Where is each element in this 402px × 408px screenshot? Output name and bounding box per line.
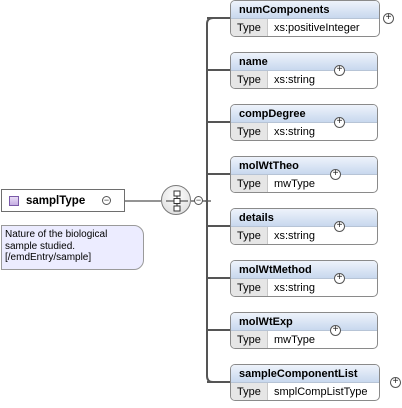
type-value: xs:string — [274, 230, 315, 242]
expand-icon[interactable]: + — [390, 377, 401, 388]
type-value: xs:string — [274, 74, 315, 86]
element-name: molWtTheo — [231, 157, 377, 175]
type-row: Type xs:string — [231, 227, 377, 244]
type-value: smplCompListType — [274, 386, 368, 398]
documentation-line: sample studied. — [5, 240, 76, 252]
expand-icon[interactable]: + — [334, 221, 345, 232]
type-row: Type xs:string — [231, 123, 377, 140]
type-row: Type xs:positiveInteger — [231, 19, 379, 36]
complex-type-icon — [9, 195, 19, 206]
type-value: xs:string — [274, 282, 315, 294]
element-name: molWtMethod — [231, 261, 377, 279]
expand-icon[interactable]: + — [330, 169, 341, 180]
type-row: Type smplCompListType — [231, 383, 379, 400]
documentation-box: Nature of the biological sample studied.… — [1, 225, 144, 270]
type-label: Type — [231, 383, 268, 400]
type-label: Type — [231, 227, 268, 244]
type-label: Type — [231, 71, 268, 88]
type-row: Type mwType — [231, 331, 377, 348]
element-name: details — [231, 209, 377, 227]
type-value: mwType — [274, 178, 315, 190]
element-name: compDegree — [231, 105, 377, 123]
type-row: Type mwType — [231, 175, 377, 192]
expand-icon[interactable]: + — [383, 13, 394, 24]
sequence-compositor-icon[interactable] — [161, 185, 191, 215]
element-name: numComponents — [231, 1, 379, 19]
root-type-label: samplType — [26, 194, 86, 207]
type-label: Type — [231, 175, 268, 192]
type-label: Type — [231, 279, 268, 296]
type-row: Type xs:string — [231, 279, 377, 296]
expand-icon[interactable]: + — [330, 325, 341, 336]
element-name: molWtExp — [231, 313, 377, 331]
type-label: Type — [231, 19, 268, 36]
sequence-collapse-icon[interactable]: − — [194, 195, 203, 205]
type-row: Type xs:string — [231, 71, 377, 88]
type-value: xs:positiveInteger — [274, 22, 360, 34]
root-type-node[interactable]: samplType — [1, 189, 125, 212]
expand-icon[interactable]: + — [334, 117, 345, 128]
element-name: name — [231, 53, 377, 71]
documentation-line: [/emdEntry/sample] — [5, 252, 92, 263]
collapse-icon[interactable]: − — [102, 195, 111, 205]
expand-icon[interactable]: + — [334, 65, 345, 76]
type-label: Type — [231, 331, 268, 348]
documentation-line: Nature of the biological — [5, 229, 108, 240]
type-value: xs:string — [274, 126, 315, 138]
element-name: sampleComponentList — [231, 365, 379, 383]
expand-icon[interactable]: + — [334, 273, 345, 284]
type-label: Type — [231, 123, 268, 140]
type-value: mwType — [274, 334, 315, 346]
